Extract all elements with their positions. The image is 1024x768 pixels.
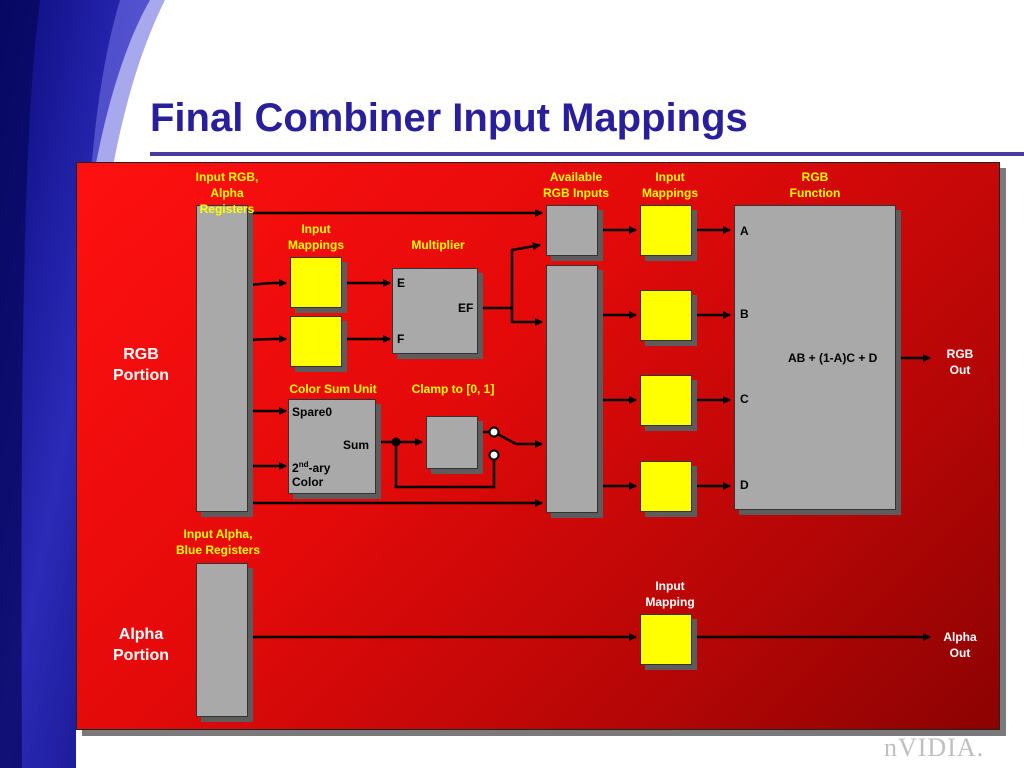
color-sum-spare0: Spare0 [292,405,333,419]
label-rgb-portion: RGB Portion [113,346,169,384]
title-rule [150,152,1024,156]
rgb-function-formula: AB + (1-A)C + D [788,351,878,365]
color-sum-sum: Sum [343,438,370,452]
label-input-mappings-right: Input Mappings [642,170,698,200]
rgb-function-box [734,205,896,510]
rgb-register-bank [196,205,248,512]
label-alpha-portion: Alpha Portion [113,626,169,664]
label-multiplier: Multiplier [411,238,465,252]
input-mapping-c [640,375,692,426]
color-sum-secondary: 2nd-ary [292,460,331,475]
input-mapping-b [640,290,692,341]
label-available-rgb-inputs: Available RGB Inputs [543,170,609,200]
label-alpha-out: Alpha Out [943,630,977,660]
rgb-function-d: D [740,478,749,492]
label-rgb-function: RGB Function [789,170,841,200]
label-input-mappings-left: Input Mappings [288,222,344,252]
input-mapping-a [640,205,692,256]
input-mapping-d [640,461,692,512]
page-title: Final Combiner Input Mappings [150,96,748,140]
rgb-function-c: C [740,392,749,406]
label-color-sum-unit: Color Sum Unit [289,382,377,396]
multiplier-ef: EF [458,301,474,315]
available-rgb-inputs-box [546,265,598,513]
nvidia-logo: nVIDIA. [884,733,985,762]
available-rgb-input-top [546,205,598,256]
multiplier-f: F [397,332,405,346]
alpha-register-bank [196,563,248,717]
label-input-rgb-alpha: Input RGB, Alpha Registers [195,170,259,216]
multiplier-e: E [397,276,406,290]
input-mapping-f [290,316,342,367]
label-clamp: Clamp to [0, 1] [411,382,495,396]
input-mapping-e [290,257,342,308]
label-input-mapping-alpha: Input Mapping [645,579,695,609]
label-input-alpha-blue: Input Alpha, Blue Registers [175,527,261,557]
clamp-box [426,416,478,469]
color-sum-color: Color [292,475,324,489]
label-rgb-out: RGB Out [946,347,974,377]
input-mapping-alpha [640,614,692,665]
rgb-function-a: A [740,224,749,238]
rgb-function-b: B [740,307,749,321]
multiplier-box [392,268,478,354]
color-sum-unit-box [288,399,376,494]
